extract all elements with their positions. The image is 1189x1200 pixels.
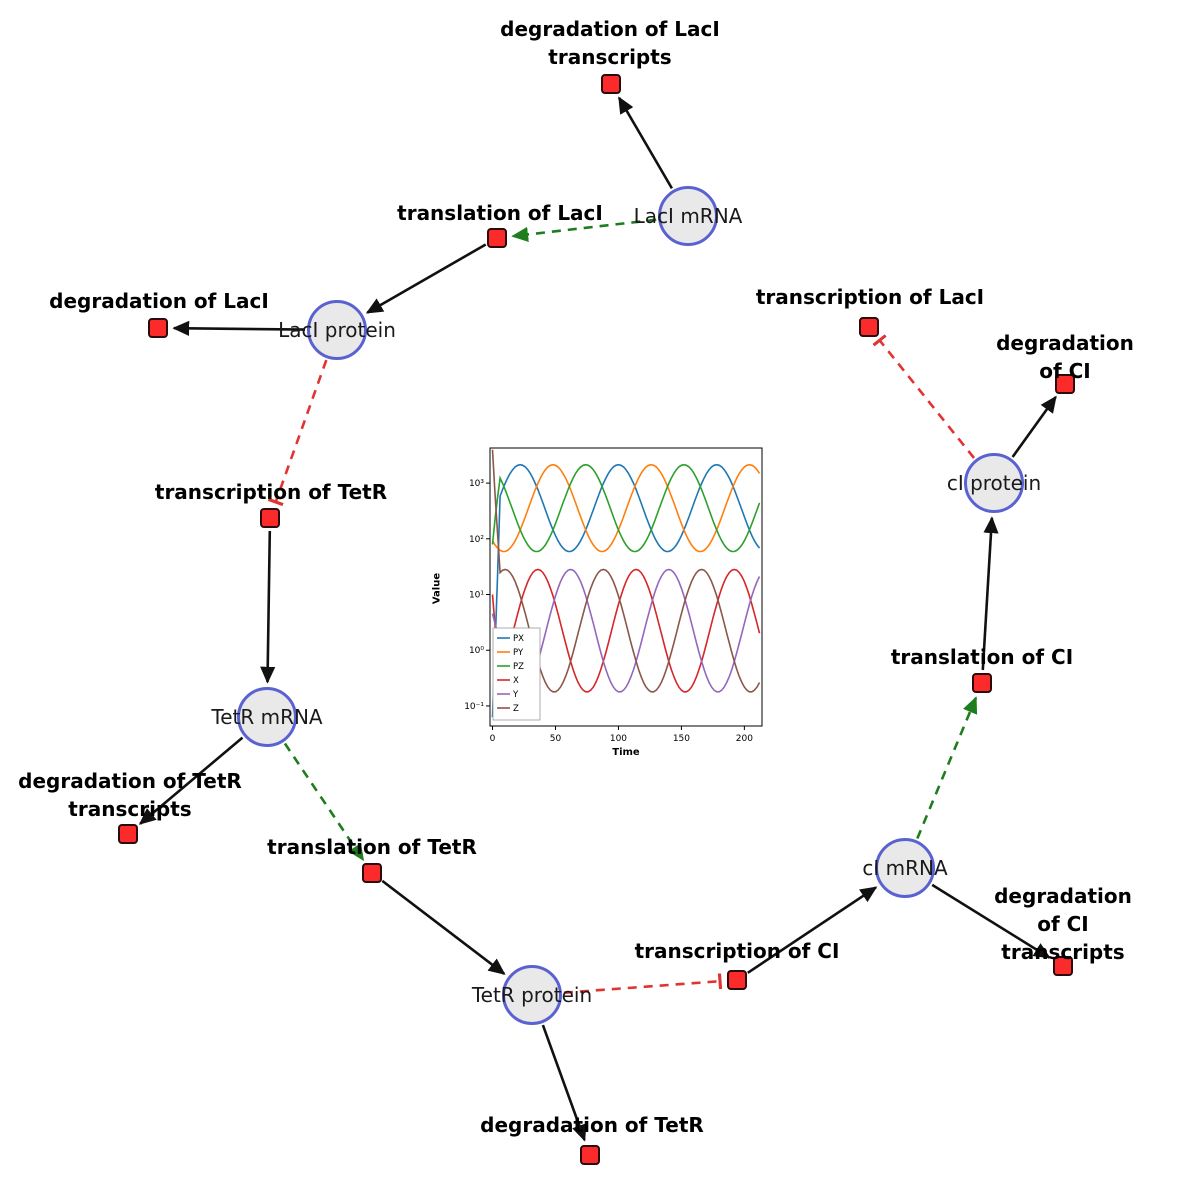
reaction-label-deg-ci-transcripts: degradation of CI transcripts <box>994 884 1132 964</box>
reaction-label-deg-laci: degradation of LacI <box>49 289 269 313</box>
reaction-node-deg-laci-transcripts[interactable] <box>601 74 621 94</box>
timeseries-plot: 10³ 10² 10¹ 10⁰ 10⁻¹ 0 50 100 150 200 PX PY PZ XYZ <box>464 447 763 744</box>
inset-ytick-label: 10² <box>469 535 484 545</box>
inset-legend-label-PX: PX <box>513 634 524 644</box>
edge-tetr-protein-to-deg-tetr <box>541 1024 587 1142</box>
reaction-node-translation-ci[interactable] <box>972 673 992 693</box>
reaction-label-transcription-laci: transcription of LacI <box>755 285 985 309</box>
reaction-node-deg-ci-transcripts[interactable] <box>1053 956 1073 976</box>
inset-xtick-label: 200 <box>736 734 753 744</box>
inset-legend-label-Z: Z <box>513 704 519 714</box>
reaction-label-translation-ci: translation of CI <box>890 645 1074 669</box>
inset-xtick-label: 50 <box>550 734 562 744</box>
reaction-label-deg-ci: degradation of CI <box>996 331 1134 383</box>
edge-tetr-protein-to-transcription-ci <box>563 973 723 994</box>
reaction-label-deg-tetr-transcripts: degradation of TetR transcripts <box>18 769 242 821</box>
species-node-laci-mrna[interactable] <box>658 186 718 246</box>
reaction-node-deg-tetr-transcripts[interactable] <box>118 824 138 844</box>
reaction-node-transcription-ci[interactable] <box>727 970 747 990</box>
inset-legend-label-X: X <box>513 676 519 686</box>
reaction-node-deg-ci[interactable] <box>1055 374 1075 394</box>
edge-ci-protein-to-deg-ci <box>1011 395 1057 458</box>
reaction-node-deg-tetr[interactable] <box>580 1145 600 1165</box>
reaction-label-transcription-ci: transcription of CI <box>634 939 840 963</box>
inset-legend-label-Y: Y <box>512 690 519 700</box>
edge-laci-mrna-to-deg-laci-transcripts <box>617 96 674 190</box>
species-label-ci-mrna: cI mRNA <box>862 856 948 880</box>
species-label-tetr-protein: TetR protein <box>471 983 593 1007</box>
species-label-laci-protein: LacI protein <box>278 318 396 342</box>
inset-legend-box <box>492 627 541 721</box>
edge-tetr-mrna-to-translation-tetr <box>283 742 365 862</box>
edge-transcription-tetr-to-tetr-mrna <box>260 530 276 684</box>
inset-curve-PZ <box>491 463 761 553</box>
reaction-node-transcription-tetr[interactable] <box>260 508 280 528</box>
edge-translation-ci-to-ci-protein <box>981 516 999 671</box>
reaction-label-deg-laci-transcripts: degradation of LacI transcripts <box>500 17 720 69</box>
reaction-node-translation-laci[interactable] <box>487 228 507 248</box>
inset-curve-X <box>491 568 761 693</box>
inset-ytick-label: 10¹ <box>469 591 484 601</box>
edge-laci-mrna-to-translation-laci <box>511 218 657 243</box>
reaction-label-transcription-tetr: transcription of TetR <box>154 480 388 504</box>
reaction-node-deg-laci[interactable] <box>148 318 168 338</box>
inset-ytick-label: 10⁰ <box>469 646 484 656</box>
reaction-label-translation-laci: translation of LacI <box>397 201 603 225</box>
inset-xtick-label: 0 <box>490 734 496 744</box>
inset-curve-PY <box>491 463 761 553</box>
reaction-label-translation-tetr: translation of TetR <box>267 835 477 859</box>
reaction-node-transcription-laci[interactable] <box>859 317 879 337</box>
edge-transcription-ci-to-ci-mrna <box>747 886 878 974</box>
species-node-tetr-mrna[interactable] <box>237 687 297 747</box>
inset-ytick-label: 10⁻¹ <box>464 702 484 712</box>
reaction-label-deg-tetr: degradation of TetR <box>480 1113 704 1137</box>
reaction-node-translation-tetr[interactable] <box>362 863 382 883</box>
inset-yaxis-label: Value <box>431 572 443 605</box>
edge-translation-tetr-to-tetr-protein <box>381 879 506 975</box>
inset-legend-label-PY: PY <box>513 648 524 658</box>
species-node-laci-protein[interactable] <box>307 300 367 360</box>
species-label-tetr-mrna: TetR mRNA <box>211 705 323 729</box>
edge-ci-mrna-to-deg-ci-transcripts <box>931 883 1051 959</box>
edge-tetr-mrna-to-deg-tetr-transcripts <box>138 736 244 825</box>
inset-xtick-label: 150 <box>673 734 690 744</box>
species-node-ci-mrna[interactable] <box>875 838 935 898</box>
species-node-ci-protein[interactable] <box>964 453 1024 513</box>
inset-xtick-label: 100 <box>610 734 627 744</box>
species-label-ci-protein: cI protein <box>946 471 1042 495</box>
species-label-laci-mrna: LacI mRNA <box>633 204 743 228</box>
species-node-tetr-protein[interactable] <box>502 965 562 1025</box>
inset-ytick-label: 10³ <box>469 479 484 489</box>
edge-laci-protein-to-deg-laci <box>172 320 306 336</box>
inset-legend-label-PZ: PZ <box>513 662 524 672</box>
inset-xaxis-label: Time <box>612 747 640 758</box>
edge-translation-laci-to-laci-protein <box>365 243 487 314</box>
